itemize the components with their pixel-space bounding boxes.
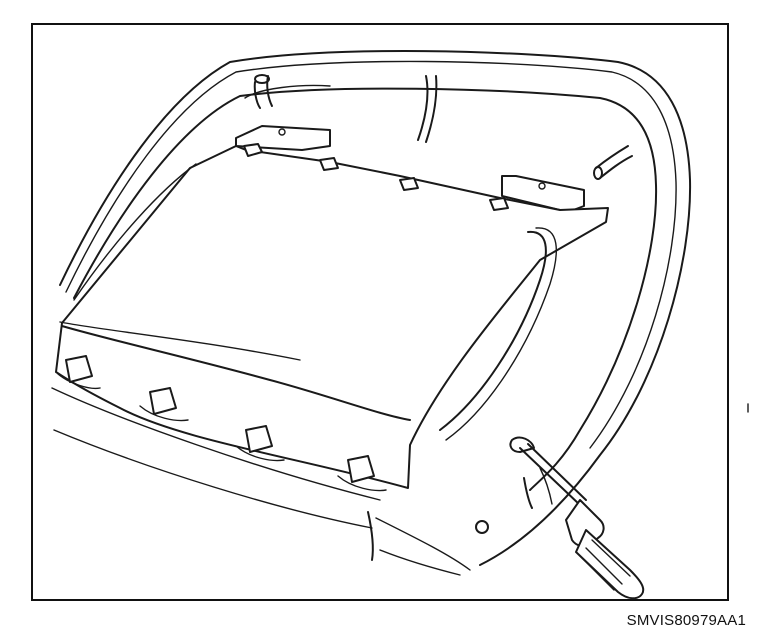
headrest-stay-guide-center — [417, 75, 438, 143]
figure-code: SMVIS80979AA1 — [626, 612, 746, 629]
seat-cushion-edge — [51, 387, 489, 576]
headrest-stay-guide-left — [253, 74, 273, 109]
illustration-frame — [31, 23, 729, 601]
trim-wire-guide — [439, 227, 558, 441]
seatback-shell — [59, 50, 692, 566]
pry-point — [523, 467, 553, 509]
headrest-stay-guide-right — [593, 145, 633, 180]
frame-bracket-right — [501, 175, 585, 213]
lower-hooks — [57, 355, 387, 492]
screwdriver-icon — [509, 436, 645, 600]
upper-clips — [243, 143, 509, 211]
trim-board — [55, 145, 609, 489]
